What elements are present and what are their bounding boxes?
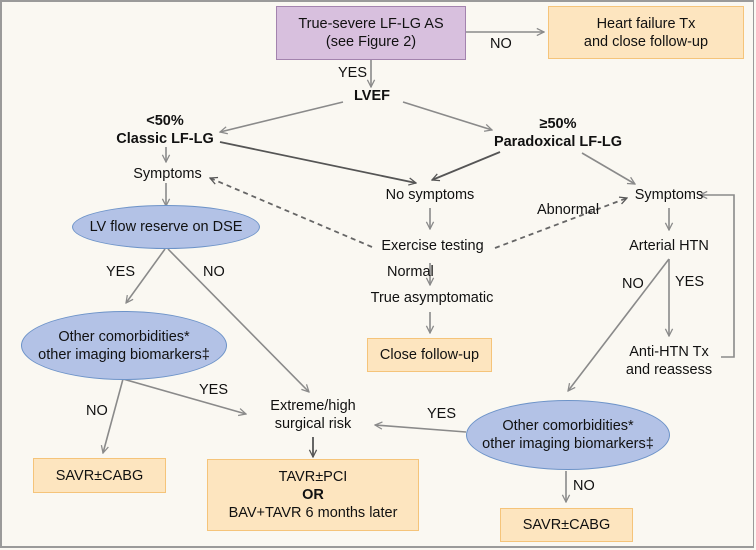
comorbidities-right-line1: Other comorbidities*	[502, 418, 634, 434]
edge-comorbR-yes	[375, 425, 467, 433]
edge-paradoxical-nosymptoms	[432, 151, 501, 180]
savr-left-label: SAVR±CABG	[55, 467, 144, 484]
edge-htn-no	[568, 258, 670, 391]
savr-right-node: SAVR±CABG	[500, 508, 633, 542]
edge-lvflow-no	[167, 248, 309, 392]
lv-flow-reserve-label: LV flow reserve on DSE	[89, 219, 243, 235]
label-htn-yes: YES	[675, 274, 705, 290]
anti-htn-node: Anti-HTN Tx and reassess	[622, 343, 716, 379]
anti-htn-line2: and reassess	[625, 362, 713, 378]
edge-comorbL-no	[103, 378, 124, 453]
symptoms-left-node: Symptoms	[133, 166, 202, 182]
comorbidities-left-line2: other imaging biomarkers‡	[38, 346, 210, 363]
label-comorb-right-yes: YES	[427, 406, 457, 422]
classic-node: <50% Classic LF-LG	[110, 112, 220, 148]
lvef-node: LVEF	[354, 88, 390, 104]
savr-left-node: SAVR±CABG	[33, 458, 166, 493]
label-normal: Normal	[387, 264, 434, 280]
edge-paradoxical-symptoms	[581, 152, 635, 184]
edge-classic-nosymptoms	[219, 141, 416, 183]
heart-failure-node: Heart failure Tx and close follow-up	[548, 6, 744, 59]
comorbidities-left-node: Other comorbidities* other imaging bioma…	[21, 311, 227, 380]
heart-failure-line1: Heart failure Tx	[596, 15, 696, 32]
classic-line1: <50%	[146, 113, 184, 129]
label-comorb-right-no: NO	[573, 478, 595, 494]
tavr-line1: TAVR±PCI	[278, 469, 348, 485]
label-lvflow-no: NO	[203, 264, 225, 280]
edge-antihtn-reassess	[700, 195, 735, 358]
comorbidities-left-line1: Other comorbidities*	[58, 328, 190, 345]
true-asymptomatic-node: True asymptomatic	[370, 290, 494, 306]
extreme-risk-line2: surgical risk	[274, 416, 352, 432]
edge-lvflow-yes	[126, 248, 166, 303]
label-comorb-left-no: NO	[86, 403, 108, 419]
label-comorb-left-yes: YES	[199, 382, 229, 398]
paradoxical-line1: ≥50%	[539, 116, 577, 132]
lv-flow-reserve-node: LV flow reserve on DSE	[72, 205, 260, 249]
start-line1: True-severe LF-LG AS	[298, 16, 444, 32]
label-htn-no: NO	[622, 276, 644, 292]
comorbidities-right-line2: other imaging biomarkers‡	[482, 436, 654, 452]
label-lvflow-yes: YES	[106, 264, 136, 280]
label-start-no: NO	[490, 36, 512, 52]
tavr-node: TAVR±PCI OR BAV+TAVR 6 months later	[207, 459, 419, 531]
paradoxical-node: ≥50% Paradoxical LF-LG	[493, 115, 623, 151]
comorbidities-right-node: Other comorbidities* other imaging bioma…	[466, 400, 670, 470]
symptoms-right-node: Symptoms	[634, 187, 704, 203]
edge-lvef-classic	[220, 101, 344, 132]
heart-failure-line2: and close follow-up	[583, 33, 709, 50]
close-follow-up-label: Close follow-up	[379, 347, 480, 363]
arterial-htn-node: Arterial HTN	[629, 238, 709, 254]
edge-comorbL-yes	[122, 378, 246, 414]
exercise-testing-node: Exercise testing	[381, 238, 484, 254]
start-node: True-severe LF-LG AS (see Figure 2)	[276, 6, 466, 60]
extreme-risk-node: Extreme/high surgical risk	[258, 397, 368, 433]
tavr-line3: BAV+TAVR 6 months later	[228, 505, 398, 521]
edge-exercise-abnormal-right	[494, 198, 627, 249]
close-follow-up-node: Close follow-up	[367, 338, 492, 372]
classic-line2: Classic LF-LG	[116, 131, 214, 147]
tavr-or: OR	[302, 487, 324, 503]
extreme-risk-line1: Extreme/high	[270, 398, 356, 414]
label-start-yes: YES	[338, 65, 368, 81]
anti-htn-line1: Anti-HTN Tx	[629, 344, 709, 360]
edge-lvef-paradoxical	[402, 101, 492, 130]
start-line2: (see Figure 2)	[325, 34, 417, 50]
edge-exercise-abnormal-left	[210, 178, 373, 248]
savr-right-label: SAVR±CABG	[522, 517, 611, 533]
label-abnormal: Abnormal	[537, 202, 600, 218]
paradoxical-line2: Paradoxical LF-LG	[493, 134, 623, 150]
no-symptoms-node: No symptoms	[385, 187, 475, 203]
